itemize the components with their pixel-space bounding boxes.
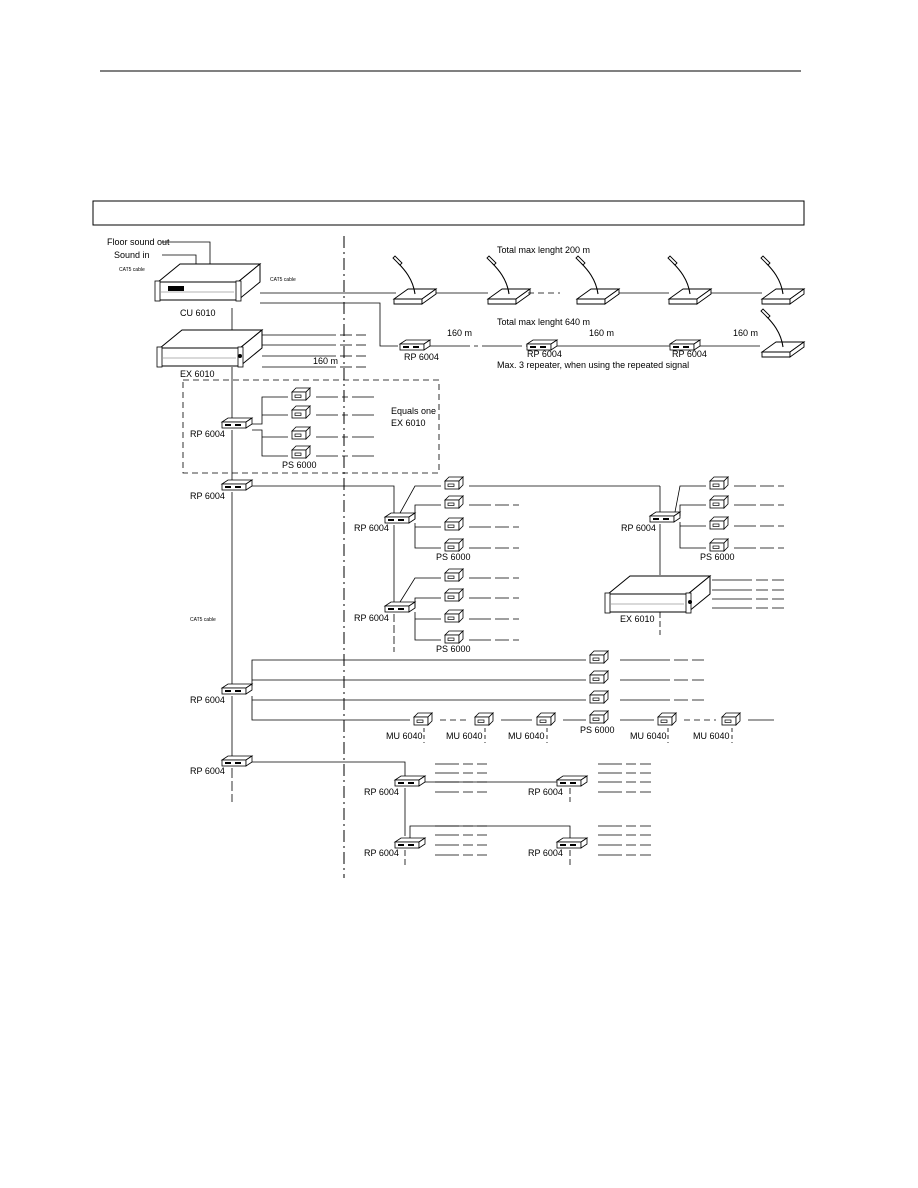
max-repeater-note: Max. 3 repeater, when using the repeated…	[497, 360, 689, 370]
ps-label-mid-b: PS 6000	[436, 644, 471, 654]
rp-label-bottom: RP 6004	[190, 766, 225, 776]
equals-ex-frame	[182, 379, 440, 474]
ps-mid-a-4	[444, 538, 464, 552]
mic-unit-6	[760, 308, 805, 358]
equals-ex-label: EX 6010	[391, 418, 426, 428]
ps-lower-2	[589, 670, 609, 684]
mu-label-3: MU 6040	[508, 731, 545, 741]
mic-unit-1	[392, 255, 437, 305]
chain-160m-1: 160 m	[447, 328, 472, 338]
ps-mid-a-1	[444, 476, 464, 490]
rp-label-chain-2: RP 6004	[527, 349, 562, 359]
ex-6010-outputs	[262, 334, 366, 368]
cat5-cable-label-2: CAT5 cable	[270, 277, 296, 283]
mic-unit-3	[575, 255, 620, 305]
ps-mid-a-2	[444, 495, 464, 509]
ex-6010-label-left: EX 6010	[180, 369, 215, 379]
ps-right-3	[709, 516, 729, 530]
ps-frame-2	[291, 405, 311, 419]
ex-6010-device-left	[156, 329, 263, 368]
ps-mid-b-2	[444, 588, 464, 602]
total-640-label: Total max lenght 640 m	[497, 317, 590, 327]
caption-frame	[92, 200, 805, 226]
ps-mid-a-3	[444, 517, 464, 531]
rp-6004-bottom-b	[556, 775, 588, 787]
ps-label-right: PS 6000	[700, 552, 735, 562]
mic-unit-2	[486, 255, 531, 305]
ps-lower-4	[589, 710, 609, 724]
cu-6010-device	[154, 263, 261, 302]
rp-6004-bottom-c	[394, 837, 426, 849]
total-200-label: Total max lenght 200 m	[497, 245, 590, 255]
mic-unit-4	[667, 255, 712, 305]
mu-6040-3	[536, 712, 556, 726]
mu-6040-4	[657, 712, 677, 726]
rp-label-bottom-b: RP 6004	[528, 787, 563, 797]
ps-mid-b-4	[444, 630, 464, 644]
rp-label-bottom-a: RP 6004	[364, 787, 399, 797]
rp-6004-mid-a	[384, 512, 416, 524]
ps-right-2	[709, 495, 729, 509]
ps-mid-b-3	[444, 609, 464, 623]
ex-6010-label-right: EX 6010	[620, 614, 655, 624]
ex-160m-label: 160 m	[313, 356, 338, 366]
equals-one-label: Equals one	[391, 406, 436, 416]
cu-6010-label: CU 6010	[180, 308, 216, 318]
ps-lower-1	[589, 650, 609, 664]
mu-6040-1	[413, 712, 433, 726]
rp-label-chain-3: RP 6004	[672, 349, 707, 359]
rp-6004-lower	[221, 683, 253, 695]
mic-unit-5	[760, 255, 805, 305]
rp-6004-bottom-a	[394, 775, 426, 787]
ex-6010-device-right	[604, 575, 711, 614]
rp-label-chain-1: RP 6004	[404, 352, 439, 362]
rp-label-bottom-d: RP 6004	[528, 848, 563, 858]
rp-label-mid-b: RP 6004	[354, 613, 389, 623]
rp-label-main: RP 6004	[190, 491, 225, 501]
rp-label-mid-a: RP 6004	[354, 523, 389, 533]
mu-label-2: MU 6040	[446, 731, 483, 741]
rp-6004-main	[221, 479, 253, 491]
rp-6004-bottom-d	[556, 837, 588, 849]
ps-mid-b-1	[444, 568, 464, 582]
ps-label-mid-a: PS 6000	[436, 552, 471, 562]
rp-label-frame: RP 6004	[190, 429, 225, 439]
ps-frame-4	[291, 445, 311, 459]
mu-label-5: MU 6040	[693, 731, 730, 741]
floor-sound-out-label: Floor sound out	[107, 237, 170, 247]
ps-label-frame: PS 6000	[282, 460, 317, 470]
chain-160m-3: 160 m	[733, 328, 758, 338]
ps-frame-1	[291, 387, 311, 401]
ps-label-lower: PS 6000	[580, 725, 615, 735]
chain-160m-2: 160 m	[589, 328, 614, 338]
rp-6004-bottom	[221, 755, 253, 767]
rp-6004-frame	[221, 417, 253, 429]
mu-6040-5	[721, 712, 741, 726]
rp-6004-right	[649, 511, 681, 523]
ps-right-1	[709, 476, 729, 490]
mu-6040-2	[474, 712, 494, 726]
rp-6004-mid-b	[384, 601, 416, 613]
rp-label-bottom-c: RP 6004	[364, 848, 399, 858]
rp-6004-chain-1	[399, 339, 431, 351]
ps-right-4	[709, 538, 729, 552]
ps-frame-3	[291, 426, 311, 440]
rp-label-right: RP 6004	[621, 523, 656, 533]
ps-lower-3	[589, 690, 609, 704]
rp-label-lower: RP 6004	[190, 695, 225, 705]
mu-label-4: MU 6040	[630, 731, 667, 741]
sound-in-label: Sound in	[114, 250, 150, 260]
mu-label-1: MU 6040	[386, 731, 423, 741]
cat5-cable-label-1: CAT5 cable	[119, 267, 145, 273]
cat5-cable-label-3: CAT5 cable	[190, 617, 216, 623]
